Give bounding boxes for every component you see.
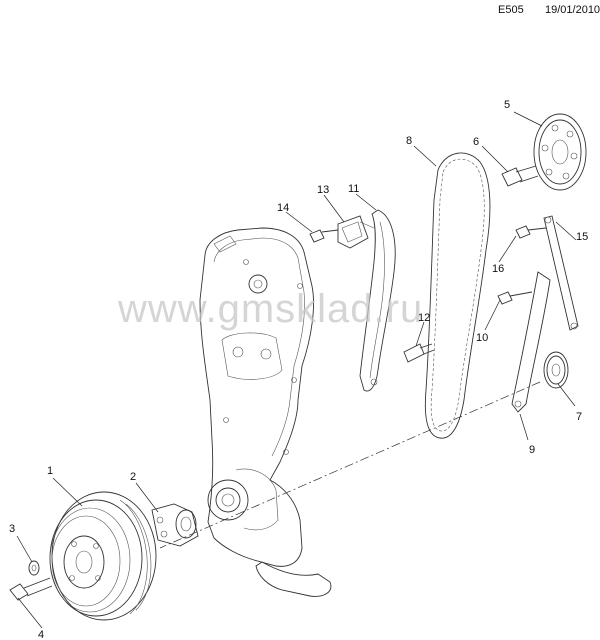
callout-9: 9	[529, 444, 535, 456]
camshaft-sprocket	[533, 113, 587, 191]
callout-16: 16	[492, 263, 504, 275]
callout-14: 14	[277, 202, 289, 214]
chain-guide-rail	[359, 209, 396, 392]
callout-7: 7	[576, 411, 582, 423]
pulley-washer	[28, 560, 40, 576]
timing-cover	[199, 227, 332, 597]
callout-1: 1	[47, 465, 53, 477]
chain-tensioner	[337, 215, 375, 249]
callout-11: 11	[348, 183, 359, 195]
pulley-bolt	[9, 577, 53, 601]
diagram-code: E505	[498, 4, 524, 16]
leader-lines	[16, 111, 577, 629]
callout-10: 10	[476, 332, 488, 344]
tensioner-bolt	[309, 229, 339, 243]
callout-15: 15	[576, 231, 588, 243]
guide-bolt-lower	[497, 291, 533, 305]
callout-2: 2	[130, 471, 136, 483]
tensioner-rail	[511, 271, 551, 413]
callout-labels: 1 2 3 4 5 6 7 8 9 10 11 12 13 14 15 16	[9, 99, 588, 640]
callout-6: 6	[473, 136, 479, 148]
guide-bolt-upper	[515, 225, 547, 239]
crank-axis-centerline	[159, 381, 541, 549]
callout-3: 3	[9, 523, 15, 535]
callout-13: 13	[317, 184, 329, 196]
crankshaft-pulley	[49, 491, 157, 621]
crankshaft-sprocket	[543, 351, 569, 389]
watermark: www.gmsklad.ru	[117, 287, 423, 331]
callout-8: 8	[406, 135, 412, 147]
callout-5: 5	[504, 99, 510, 111]
crankshaft-hub	[151, 503, 199, 547]
diagram-date: 19/01/2010	[545, 4, 600, 16]
callout-4: 4	[38, 629, 44, 640]
sprocket-bolt	[501, 165, 539, 187]
callout-12: 12	[418, 312, 430, 324]
timing-chain	[424, 152, 491, 439]
guide-stud	[403, 343, 435, 363]
fixed-guide-rail	[543, 215, 579, 331]
